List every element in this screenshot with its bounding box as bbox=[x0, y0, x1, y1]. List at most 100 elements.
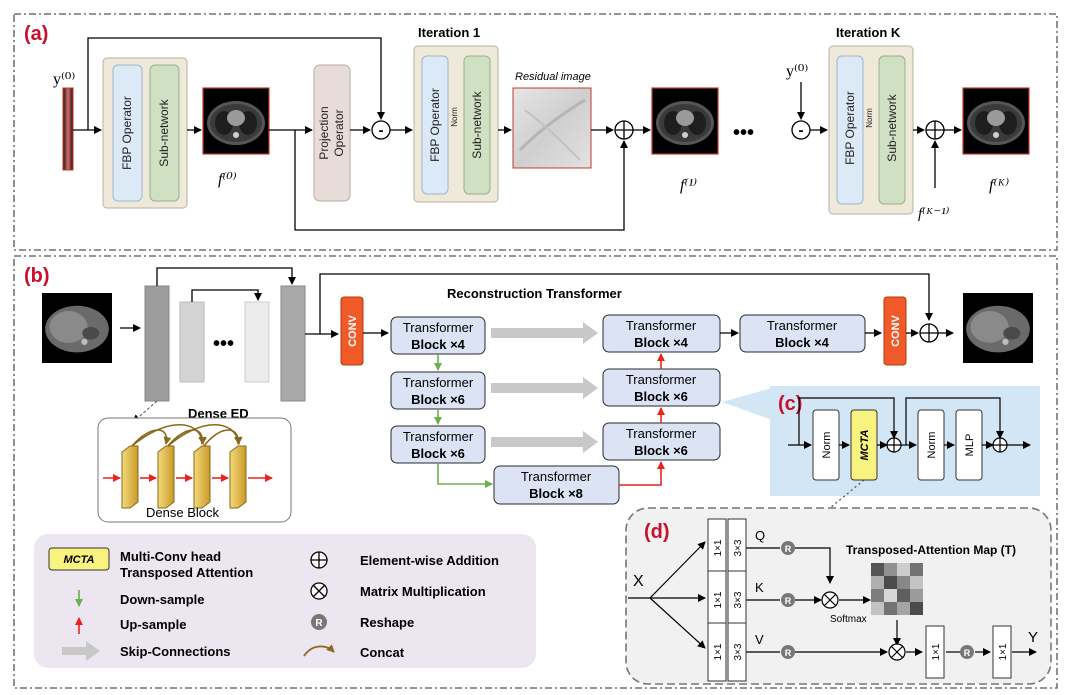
residual-image bbox=[512, 87, 592, 169]
svg-text:R: R bbox=[785, 648, 792, 658]
svg-text:Transformer: Transformer bbox=[626, 426, 697, 441]
svg-text:R: R bbox=[785, 544, 792, 554]
stage0-fbp-text: FBP Operator bbox=[120, 96, 134, 170]
conv-pair-q: 1×1 3×3 bbox=[707, 518, 747, 578]
panel-c-callout bbox=[722, 388, 772, 420]
svg-text:MLP: MLP bbox=[964, 434, 976, 457]
iterk-fbp-text: FBP Operator bbox=[843, 91, 857, 165]
svg-text:Block ×8: Block ×8 bbox=[529, 486, 583, 501]
output-conv-2: 1×1 bbox=[992, 625, 1012, 679]
reshape-out: R bbox=[960, 645, 974, 659]
conv-1-text: CONV bbox=[347, 314, 359, 346]
panel-d-label: (d) bbox=[644, 521, 670, 543]
legend-reshape-text: Reshape bbox=[360, 615, 414, 630]
softmax-label: Softmax bbox=[830, 614, 867, 625]
iter1-subnet-box bbox=[463, 55, 491, 195]
panel-d-k: K bbox=[755, 580, 764, 595]
heatmap-cell bbox=[884, 563, 897, 576]
iterk-fbp-box bbox=[836, 55, 864, 205]
dense-ed-ellipsis: ••• bbox=[213, 333, 234, 355]
panel-a-label: (a) bbox=[24, 23, 48, 45]
panel-b-label: (b) bbox=[24, 265, 50, 287]
yk-label: y⁽⁰⁾ bbox=[786, 63, 808, 80]
iter1-fbp-text: FBP Operator bbox=[428, 88, 442, 162]
panel-d-box bbox=[625, 507, 1052, 685]
conv-pair-v: 1×1 3×3 bbox=[707, 622, 747, 682]
svg-text:3×3: 3×3 bbox=[733, 591, 744, 608]
panel-a-frame bbox=[13, 13, 1058, 251]
svg-text:1×1: 1×1 bbox=[998, 643, 1009, 660]
iteration-k-label: Iteration K bbox=[836, 25, 901, 40]
panel-a-arrows bbox=[73, 37, 962, 231]
heatmap-cell bbox=[871, 576, 884, 589]
panel-d-arrows bbox=[628, 541, 1037, 656]
legend-mcta-tag bbox=[48, 547, 110, 571]
iterk-subnet-text: Sub-network bbox=[885, 93, 899, 161]
heatmap-cell bbox=[871, 589, 884, 602]
iteration-1-label: Iteration 1 bbox=[418, 25, 480, 40]
matmul-1 bbox=[821, 591, 839, 609]
stage0-fbp-box bbox=[112, 64, 143, 202]
heatmap-cell bbox=[897, 589, 910, 602]
reconstruction-transformer-title: Reconstruction Transformer bbox=[447, 286, 622, 301]
legend-mcta-2: Transposed Attention bbox=[120, 565, 253, 580]
reshape-v: R bbox=[781, 645, 795, 659]
heatmap-cell bbox=[897, 576, 910, 589]
dense-ed-bar-2 bbox=[179, 301, 205, 383]
svg-text:MCTA: MCTA bbox=[859, 429, 871, 460]
output-conv-1: 1×1 bbox=[925, 625, 945, 679]
iter1-fbp-box bbox=[421, 55, 449, 195]
attention-heatmap bbox=[871, 563, 923, 615]
svg-text:Block ×6: Block ×6 bbox=[634, 443, 688, 458]
fk1-label: f⁽ᴷ⁻¹⁾ bbox=[918, 205, 950, 222]
fk-label: f⁽ᴷ⁾ bbox=[989, 177, 1009, 194]
svg-text:R: R bbox=[315, 618, 323, 629]
svg-text:Transformer: Transformer bbox=[403, 429, 474, 444]
transformer-block-enc2: Transformer Block ×6 bbox=[390, 371, 486, 410]
attention-map-label: Transposed-Attention Map (T) bbox=[846, 543, 1016, 557]
skip-connections bbox=[491, 322, 598, 453]
transformer-block-dec2: Transformer Block ×6 bbox=[602, 368, 721, 407]
input-ct-image bbox=[42, 293, 112, 363]
panel-d-dotted-link bbox=[829, 479, 865, 509]
svg-text:1×1: 1×1 bbox=[713, 643, 724, 660]
transformer-block-bottleneck: Transformer Block ×8 bbox=[493, 465, 620, 505]
svg-text:Transformer: Transformer bbox=[403, 375, 474, 390]
heatmap-cell bbox=[897, 602, 910, 615]
svg-text:1×1: 1×1 bbox=[713, 591, 724, 608]
svg-text:Transformer: Transformer bbox=[626, 318, 697, 333]
iterk-norm-text: Norm bbox=[865, 108, 874, 128]
heatmap-cell bbox=[910, 602, 923, 615]
svg-text:1×1: 1×1 bbox=[713, 539, 724, 556]
reshape-k: R bbox=[781, 593, 795, 607]
panel-c-arrows bbox=[788, 397, 1031, 449]
svg-text:Transformer: Transformer bbox=[767, 318, 838, 333]
svg-text:-: - bbox=[379, 122, 384, 139]
ct-image-fk bbox=[963, 88, 1029, 154]
svg-text:Block ×4: Block ×4 bbox=[775, 335, 830, 350]
svg-text:Transformer: Transformer bbox=[521, 469, 592, 484]
panel-c-label: (c) bbox=[778, 393, 802, 415]
svg-text:Transformer: Transformer bbox=[626, 372, 697, 387]
conv-block-1 bbox=[340, 296, 364, 366]
residual-image-label: Residual image bbox=[515, 71, 591, 83]
f0-label: f⁽⁰⁾ bbox=[218, 171, 237, 188]
heatmap-cell bbox=[884, 576, 897, 589]
legend-skip-arrow bbox=[62, 641, 100, 661]
legend-concat-text: Concat bbox=[360, 645, 405, 660]
heatmap-cell bbox=[871, 602, 884, 615]
svg-text:1×1: 1×1 bbox=[931, 643, 942, 660]
svg-text:R: R bbox=[785, 596, 792, 606]
heatmap-cell bbox=[871, 563, 884, 576]
y0-label: y⁽⁰⁾ bbox=[53, 71, 75, 88]
transformer-block-refine: Transformer Block ×4 bbox=[739, 314, 866, 353]
svg-text:3×3: 3×3 bbox=[733, 539, 744, 556]
svg-text:3×3: 3×3 bbox=[733, 643, 744, 660]
stage0-subnet-text: Sub-network bbox=[157, 98, 171, 166]
svg-text:Block ×6: Block ×6 bbox=[634, 389, 688, 404]
legend-box bbox=[34, 534, 536, 668]
dense-block-label: Dense Block bbox=[146, 505, 219, 520]
sinogram-image bbox=[62, 87, 74, 171]
heatmap-cell bbox=[910, 589, 923, 602]
